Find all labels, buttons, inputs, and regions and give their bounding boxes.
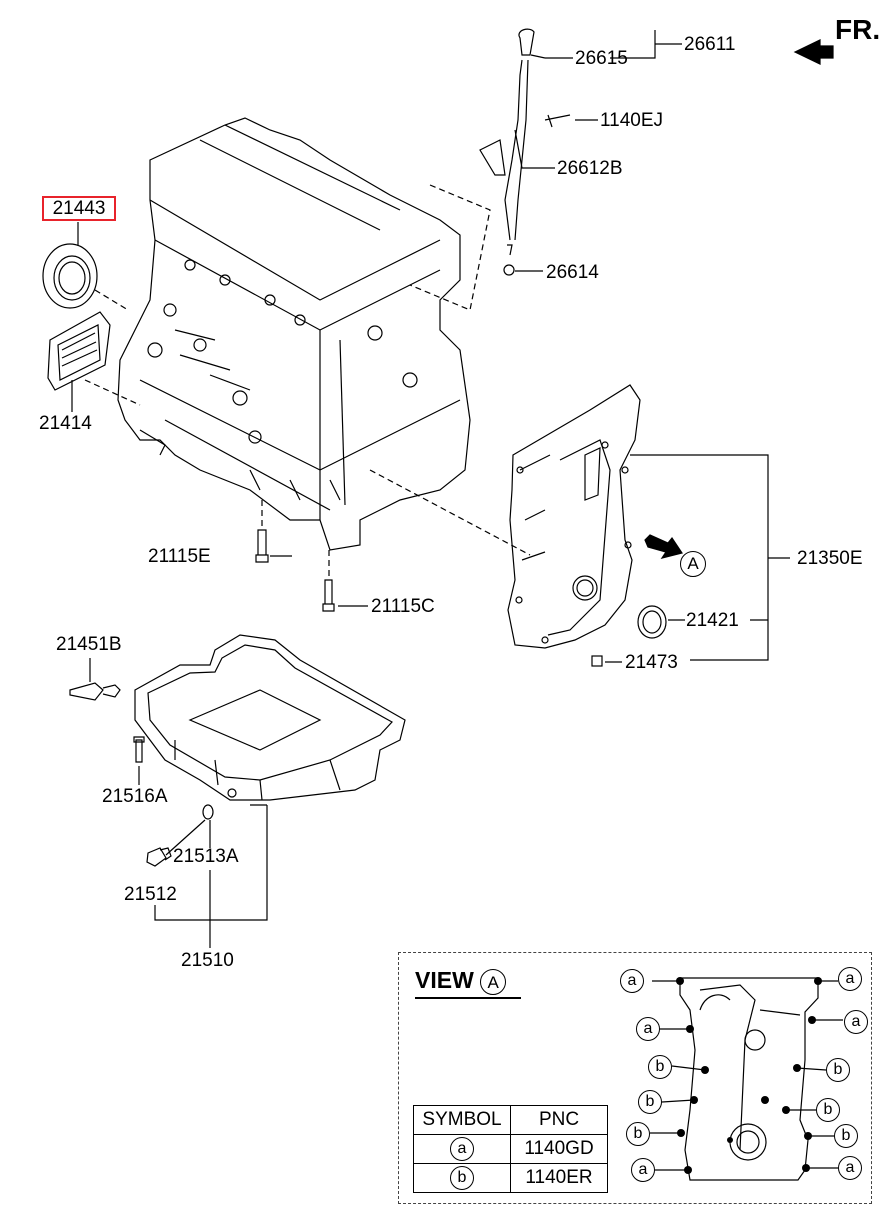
part-label-21473[interactable]: 21473	[625, 652, 678, 673]
oil-level-sensor-drawing	[69, 682, 121, 701]
callout-a: a	[844, 1010, 868, 1034]
bolt-21473-drawing	[591, 655, 603, 667]
callout-b: b	[834, 1124, 858, 1148]
view-a-panel: VIEW A SYMBOL PNC a 1140GD b 1140ER	[398, 952, 872, 1204]
part-label-21115C[interactable]: 21115C	[371, 596, 435, 617]
callout-a: a	[636, 1017, 660, 1041]
view-title-marker: A	[480, 968, 507, 995]
callout-a: a	[838, 967, 862, 991]
part-label-1140EJ[interactable]: 1140EJ	[600, 110, 664, 131]
part-label-21451B[interactable]: 21451B	[56, 634, 122, 655]
part-label-26611[interactable]: 26611	[684, 34, 736, 55]
view-title-text: VIEW	[415, 967, 474, 993]
table-header-row: SYMBOL PNC	[413, 1105, 608, 1135]
oil-dipstick-drawing	[479, 28, 571, 276]
part-label-21421[interactable]: 21421	[686, 610, 739, 631]
part-label-21510[interactable]: 21510	[181, 950, 234, 971]
table-header-pnc: PNC	[510, 1105, 608, 1135]
table-row: b 1140ER	[413, 1163, 608, 1193]
dipstick-guide-drawing	[409, 184, 491, 311]
timing-chain-cover-drawing	[507, 384, 641, 649]
block-bolts-drawing	[255, 529, 335, 612]
part-label-21516A[interactable]: 21516A	[102, 786, 168, 807]
drain-plug-drawing	[146, 847, 172, 867]
rear-cover-plate-drawing	[47, 311, 111, 391]
symbol-pnc-table: SYMBOL PNC a 1140GD b 1140ER	[413, 1105, 608, 1193]
table-header-symbol: SYMBOL	[413, 1105, 511, 1135]
symbol-b: b	[450, 1166, 474, 1190]
part-label-21512[interactable]: 21512	[124, 884, 177, 905]
part-label-21115E[interactable]: 21115E	[148, 546, 211, 567]
part-label-21350E[interactable]: 21350E	[797, 548, 863, 569]
callout-b: b	[648, 1055, 672, 1079]
callout-a: a	[631, 1158, 655, 1182]
part-label-21513A[interactable]: 21513A	[173, 846, 239, 867]
symbol-a: a	[450, 1137, 474, 1161]
part-label-26612B[interactable]: 26612B	[557, 158, 623, 179]
view-a-arrow-icon	[644, 534, 683, 559]
callout-a: a	[838, 1156, 862, 1180]
callout-a: a	[620, 969, 644, 993]
table-row: a 1140GD	[413, 1134, 608, 1164]
leader-lines	[71, 30, 790, 948]
engine-block-drawing	[117, 117, 471, 551]
view-a-marker: A	[680, 551, 706, 577]
part-label-26615[interactable]: 26615	[575, 48, 628, 69]
callout-b: b	[626, 1122, 650, 1146]
bolt-21516a-drawing	[133, 736, 145, 763]
callout-b: b	[826, 1058, 850, 1082]
callout-b: b	[638, 1090, 662, 1114]
view-title: VIEW A	[415, 967, 521, 999]
part-label-21443: 21443	[52, 198, 106, 219]
callout-b: b	[816, 1098, 840, 1122]
pnc-1140GD[interactable]: 1140GD	[510, 1134, 608, 1164]
front-crank-seal-drawing	[637, 605, 667, 639]
part-label-21414[interactable]: 21414	[39, 413, 92, 434]
pnc-1140ER[interactable]: 1140ER	[510, 1163, 608, 1193]
crank-seal-drawing	[42, 243, 98, 309]
view-a-bolt-dots	[676, 977, 822, 1174]
drain-gasket-drawing	[202, 804, 214, 820]
part-label-26614[interactable]: 26614	[546, 262, 599, 283]
oil-pan-drawing	[134, 634, 406, 801]
front-direction-arrow-icon	[793, 39, 834, 65]
front-orientation-label: FR.	[835, 14, 881, 45]
highlighted-part-box[interactable]: 21443	[42, 196, 116, 221]
